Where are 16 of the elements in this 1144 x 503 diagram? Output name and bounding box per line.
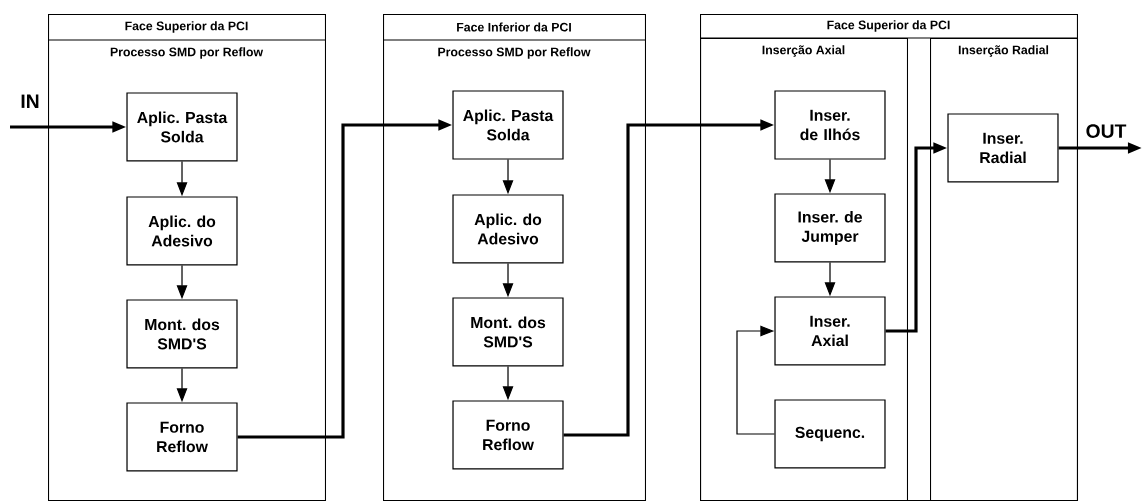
process-box: Aplic. Pasta Solda	[126, 92, 238, 162]
edge-label: IN	[21, 94, 39, 108]
edge-label: OUT	[1086, 124, 1127, 138]
process-box: Aplic. Pasta Solda	[452, 90, 564, 160]
process-box: Inser. de Ilhós	[774, 90, 886, 160]
process-box: Forno Reflow	[452, 400, 564, 470]
arrow	[736, 325, 775, 435]
process-box: Mont. dos SMD'S	[126, 299, 238, 369]
process-box: Aplic. do Adesivo	[126, 196, 238, 266]
process-box: Inser. de Jumper	[774, 193, 886, 263]
process-box: Mont. dos SMD'S	[452, 297, 564, 367]
process-box: Aplic. do Adesivo	[452, 194, 564, 264]
process-box: Sequenc.	[774, 399, 886, 469]
process-box: Forno Reflow	[126, 402, 238, 472]
process-box: Inser. Radial	[947, 113, 1059, 183]
process-box: Inser. Axial	[774, 296, 886, 366]
